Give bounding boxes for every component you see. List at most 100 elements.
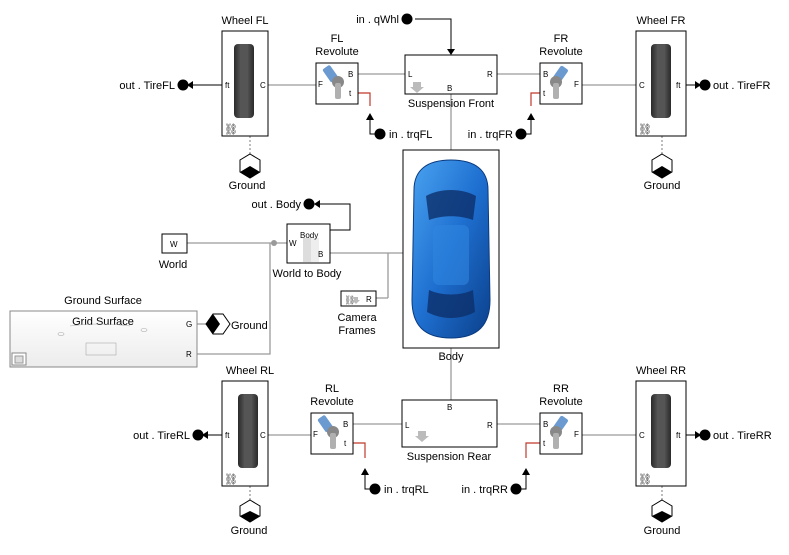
inport-dot [369, 483, 381, 495]
port-b: B [348, 70, 353, 79]
suspension-front-label: Suspension Front [408, 98, 494, 110]
ground-fr[interactable]: Ground [644, 153, 681, 192]
revolute-fl-subtitle: Revolute [315, 46, 358, 58]
wheel-fr-title: Wheel FR [637, 15, 686, 27]
revolute-fl-title: FL [331, 33, 344, 45]
out-body[interactable]: out . Body [251, 198, 315, 212]
body-label: Body [438, 351, 464, 363]
ground-rl[interactable]: Ground [231, 499, 268, 537]
inport-dot [510, 483, 522, 495]
camera-frames-block[interactable]: ⛓ R Camera Frames [337, 290, 377, 337]
port-b: B [447, 403, 452, 412]
outport-dot [303, 198, 315, 210]
link-icon: ⛓ [638, 123, 652, 136]
revolute-fl-block[interactable]: FL Revolute F B t in . trqFL [315, 33, 432, 141]
port-b: B [543, 70, 548, 79]
port-g: G [186, 320, 192, 329]
ground-label: Ground [644, 525, 681, 537]
port-r: R [366, 295, 372, 304]
port-b: B [447, 84, 452, 93]
ground-arrow-icon [410, 82, 424, 93]
inport-dot [374, 128, 386, 140]
port-w: W [289, 239, 297, 248]
link-icon: ⛓ [638, 473, 652, 486]
camera-label: Camera [337, 312, 377, 324]
ground-rr[interactable]: Ground [644, 499, 681, 537]
revolute-joint-icon [550, 65, 568, 99]
revolute-joint-icon [550, 415, 568, 449]
world-label: World [159, 259, 188, 271]
port-w: W [170, 240, 178, 249]
wheel-rr-block[interactable]: Wheel RR C ft ⛓ out . TireRR [635, 365, 772, 487]
port-t: t [543, 439, 546, 448]
in-trqfr-label: in . trqFR [468, 129, 513, 141]
ground-arrow-icon [352, 297, 360, 304]
port-c: C [639, 81, 645, 90]
wheel-rl-block[interactable]: Wheel RL ft C ⛓ out . TireRL [133, 365, 274, 487]
revolute-rl-subtitle: Revolute [310, 396, 353, 408]
port-r: R [487, 421, 493, 430]
world-to-body-label: World to Body [273, 268, 342, 280]
out-body-label: out . Body [251, 199, 301, 211]
outport-dot [699, 429, 711, 441]
ground-label: Ground [231, 320, 268, 332]
suspension-rear-label: Suspension Rear [407, 451, 492, 463]
revolute-fr-block[interactable]: FR Revolute B F t in . trqFR [468, 33, 583, 141]
revolute-rr-block[interactable]: RR Revolute B F t in . trqRR [462, 383, 583, 496]
revolute-rl-block[interactable]: RL Revolute F B t in . trqRL [310, 383, 428, 496]
suspension-rear-block[interactable]: L R B Suspension Rear [401, 399, 498, 463]
body-block[interactable]: Body [402, 149, 500, 363]
out-tirerl-label: out . TireRL [133, 430, 190, 442]
wheel-fr-block[interactable]: Wheel FR C ft ⛓ out . TireFR [635, 15, 771, 137]
car-body-icon [411, 159, 491, 339]
outport-dot [192, 429, 204, 441]
ground-fl[interactable]: Ground [229, 153, 266, 192]
inport-dot [401, 13, 413, 25]
wheel-fl-block[interactable]: Wheel FL ft C ⛓ out . TireFL [119, 15, 269, 137]
port-c: C [260, 81, 266, 90]
outport-dot [177, 79, 189, 91]
revolute-joint-icon [322, 65, 344, 99]
port-ft: ft [225, 431, 230, 440]
ground-label: Ground [229, 180, 266, 192]
suspension-front-block[interactable]: in . qWhl L R B Suspension Front [356, 13, 498, 111]
ground-surface-block[interactable]: Ground Surface Grid Surface G R [9, 295, 198, 368]
port-r: R [186, 350, 192, 359]
in-trqrl-label: in . trqRL [384, 484, 429, 496]
port-ft: ft [225, 81, 230, 90]
revolute-fr-subtitle: Revolute [539, 46, 582, 58]
wheel-fl-title: Wheel FL [221, 15, 268, 27]
in-trqfl-label: in . trqFL [389, 129, 432, 141]
port-b: B [318, 250, 323, 259]
port-f: F [574, 430, 579, 439]
grid-surface-label: Grid Surface [72, 316, 134, 328]
wheel-rr-title: Wheel RR [636, 365, 686, 377]
world-block[interactable]: W World [159, 233, 188, 271]
port-b: B [343, 420, 348, 429]
out-tirefl-label: out . TireFL [119, 80, 175, 92]
revolute-rr-subtitle: Revolute [539, 396, 582, 408]
port-ft: ft [676, 431, 681, 440]
revolute-rr-title: RR [553, 383, 569, 395]
world-to-body-block[interactable]: Body W B World to Body [273, 223, 342, 280]
out-tirerr-label: out . TireRR [713, 430, 772, 442]
link-icon: ⛓ [344, 295, 355, 305]
port-f: F [574, 80, 579, 89]
transform-icon [303, 238, 311, 262]
outport-dot [699, 79, 711, 91]
port-t: t [543, 89, 546, 98]
port-c: C [639, 431, 645, 440]
frames-label: Frames [338, 325, 376, 337]
port-r: R [487, 70, 493, 79]
port-t: t [349, 89, 352, 98]
in-trqrr-label: in . trqRR [462, 484, 509, 496]
link-icon: ⛓ [224, 123, 238, 136]
out-tirefr-label: out . TireFR [713, 80, 771, 92]
inport-dot [515, 128, 527, 140]
ground-surface-ground[interactable]: Ground [205, 313, 268, 335]
port-f: F [318, 80, 323, 89]
port-c: C [260, 431, 266, 440]
port-l: L [405, 421, 410, 430]
ground-label: Ground [231, 525, 268, 537]
